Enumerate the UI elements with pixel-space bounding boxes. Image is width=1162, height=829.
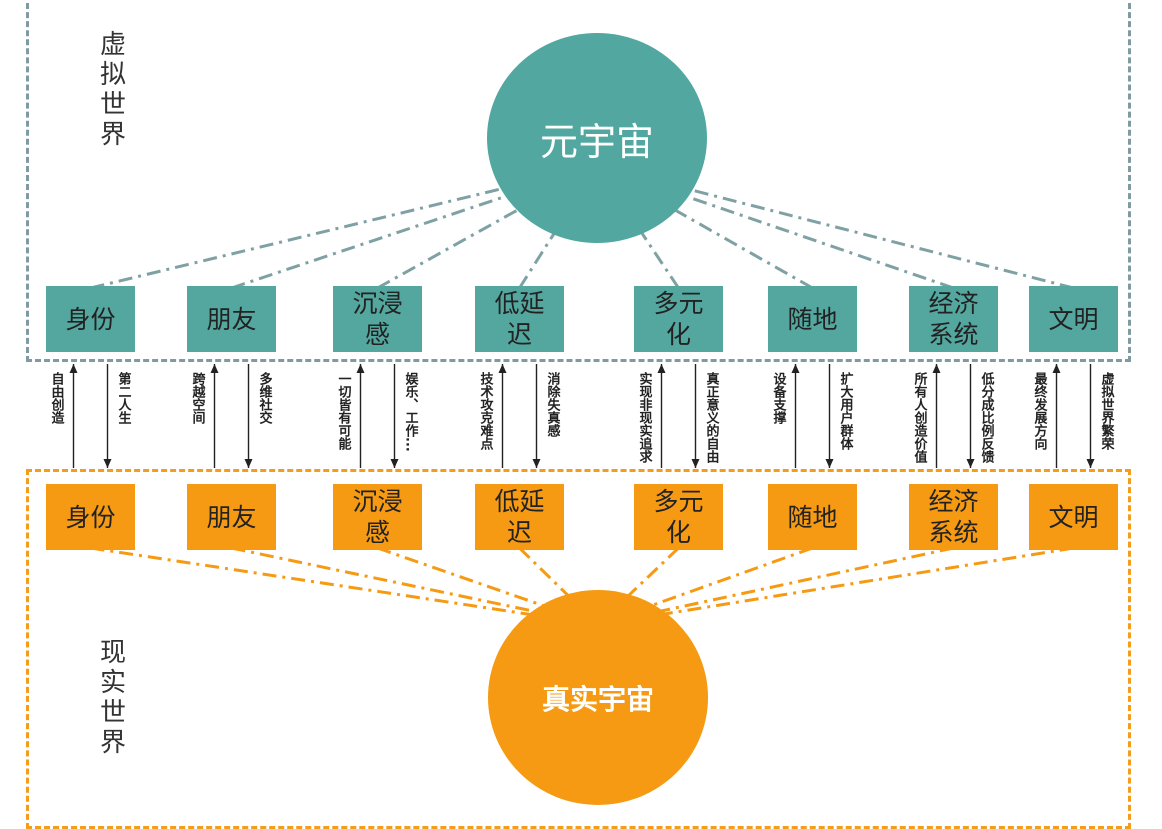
up-caption-7: 最终发展方向 — [1031, 372, 1047, 450]
up-arrow-5-head — [791, 364, 800, 373]
virtual-link-0 — [90, 176, 547, 290]
virtual-link-7 — [644, 176, 1074, 290]
left-margin — [0, 0, 26, 819]
real-node-5: 随地 — [768, 484, 857, 550]
down-caption-6: 低分成比例反馈 — [978, 372, 994, 463]
virtual-node-7: 文明 — [1029, 286, 1118, 352]
down-arrow-1-head — [244, 459, 253, 468]
virtual-link-2 — [376, 176, 576, 290]
down-caption-5: 扩大用户群体 — [837, 372, 853, 450]
real-link-4 — [605, 546, 680, 619]
down-arrow-4-head — [691, 459, 700, 468]
virtual-world-region — [26, 0, 1131, 362]
virtual-node-1: 朋友 — [187, 286, 276, 352]
down-caption-2: 娱乐、工作... — [402, 372, 418, 452]
real-link-5 — [618, 546, 814, 619]
up-caption-3: 技术攻克难点 — [477, 372, 493, 450]
real-universe-hub: 真实宇宙 — [488, 590, 708, 805]
virtual-node-4: 多元 化 — [634, 286, 723, 352]
up-arrow-6-head — [932, 364, 941, 373]
down-arrow-7-head — [1086, 459, 1095, 468]
up-caption-4: 实现非现实追求 — [636, 372, 652, 463]
real-node-7: 文明 — [1029, 484, 1118, 550]
down-arrow-2-head — [390, 459, 399, 468]
down-caption-7: 虚拟世界繁荣 — [1098, 372, 1114, 450]
metaverse-hub: 元宇宙 — [487, 33, 707, 243]
up-arrow-7-head — [1052, 364, 1061, 373]
virtual-world-label: 虚拟世界 — [99, 30, 126, 150]
up-arrow-4-head — [657, 364, 666, 373]
up-arrow-3-head — [498, 364, 507, 373]
down-caption-0: 第二人生 — [115, 372, 131, 424]
down-caption-4: 真正意义的自由 — [703, 372, 719, 463]
up-caption-1: 跨越空间 — [189, 372, 205, 424]
real-link-3 — [518, 546, 592, 619]
down-caption-1: 多维社交 — [256, 372, 272, 424]
real-node-4: 多元 化 — [634, 484, 723, 550]
real-link-1 — [231, 546, 562, 619]
up-arrow-1-head — [210, 364, 219, 373]
virtual-node-5: 随地 — [768, 286, 857, 352]
real-world-label: 现实世界 — [99, 638, 126, 758]
virtual-node-3: 低延 迟 — [475, 286, 564, 352]
real-link-0 — [90, 546, 548, 619]
virtual-node-6: 经济 系统 — [909, 286, 998, 352]
real-node-6: 经济 系统 — [909, 484, 998, 550]
right-margin — [1136, 0, 1162, 819]
down-arrow-3-head — [532, 459, 541, 468]
virtual-node-2: 沉浸 感 — [333, 286, 422, 352]
up-caption-2: 一切皆有可能 — [335, 372, 351, 450]
down-caption-3: 消除失真感 — [544, 372, 560, 437]
down-arrow-6-head — [966, 459, 975, 468]
up-arrow-2-head — [356, 364, 365, 373]
up-arrow-0-head — [69, 364, 78, 373]
real-node-3: 低延 迟 — [475, 484, 564, 550]
up-caption-0: 自由创造 — [48, 372, 64, 424]
real-link-6 — [633, 546, 954, 619]
down-arrow-5-head — [825, 459, 834, 468]
real-node-2: 沉浸 感 — [333, 484, 422, 550]
real-node-0: 身份 — [46, 484, 135, 550]
up-caption-6: 所有人创造价值 — [911, 372, 927, 463]
real-link-7 — [645, 546, 1074, 619]
virtual-node-0: 身份 — [46, 286, 135, 352]
up-caption-5: 设备支撑 — [770, 372, 786, 424]
down-arrow-0-head — [103, 459, 112, 468]
real-node-1: 朋友 — [187, 484, 276, 550]
